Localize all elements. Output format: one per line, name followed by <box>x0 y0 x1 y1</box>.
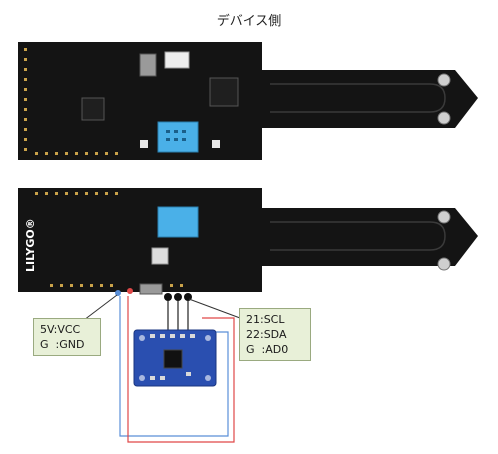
callout-line: 22:SDA <box>246 328 287 341</box>
page-title: デバイス側 <box>216 14 282 29</box>
probe-slot <box>270 83 446 113</box>
brand-logo: LILYGO® <box>24 218 37 272</box>
callout-line: G :GND <box>40 338 85 351</box>
mounting-hole <box>437 210 451 224</box>
board-back-pcb <box>18 188 478 292</box>
board-front-pcb <box>18 42 478 160</box>
esp32-chip <box>209 77 239 107</box>
imu-chip <box>163 349 183 369</box>
wires <box>119 296 235 443</box>
mounting-hole <box>437 257 451 271</box>
pin-21-marker <box>164 293 172 301</box>
power-leader-line <box>83 294 118 321</box>
probe-slot <box>270 221 446 251</box>
power-pin-callout: 5V:VCC G :GND <box>33 318 101 356</box>
pin-22-marker <box>174 293 182 301</box>
usb-connector-back <box>139 283 163 295</box>
sensor-back <box>157 206 199 238</box>
wire-gnd <box>127 296 235 443</box>
imu-module <box>133 329 217 387</box>
board-back: LILYGO® <box>18 188 478 295</box>
mounting-hole <box>437 73 451 87</box>
ic-chip <box>81 97 105 121</box>
mounting-hole <box>437 111 451 125</box>
button <box>140 140 148 148</box>
battery-connector-front <box>164 51 190 69</box>
connector-back <box>151 247 169 265</box>
button <box>212 140 220 148</box>
i2c-leader-line <box>188 298 241 319</box>
pin-5v-marker <box>115 290 121 296</box>
usb-connector-front <box>139 53 157 77</box>
board-front <box>18 42 478 160</box>
wire-vcc <box>119 296 229 437</box>
callout-line: 21:SCL <box>246 313 285 326</box>
callout-line: 5V:VCC <box>40 323 81 336</box>
dht-sensor <box>157 121 199 153</box>
pin-gnd-marker <box>127 288 133 294</box>
i2c-pin-callout: 21:SCL 22:SDA G :AD0 <box>239 308 311 361</box>
callout-line: G :AD0 <box>246 343 289 356</box>
